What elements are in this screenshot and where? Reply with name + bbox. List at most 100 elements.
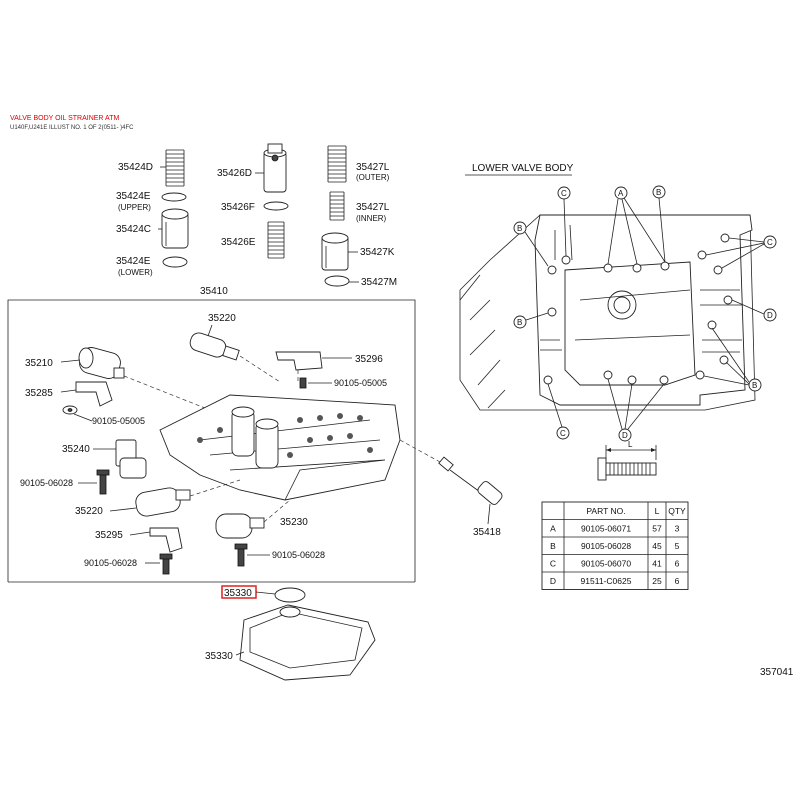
label-35427k: 35427K	[360, 247, 395, 258]
bolt-90105-06028-bottom[interactable]	[159, 553, 173, 575]
spring-35427l-inner[interactable]	[329, 191, 345, 221]
assembly-box-35410	[7, 299, 416, 582]
label-90105-06028-right: 90105-06028	[272, 550, 325, 560]
callout-b-left[interactable]: B	[513, 221, 549, 267]
bolt-90105-05005-left[interactable]	[62, 405, 78, 415]
bracket-35296[interactable]	[275, 351, 323, 382]
label-90105-06028-left: 90105-06028	[20, 478, 73, 488]
label-90105-05005-right: 90105-05005	[334, 378, 387, 388]
solenoid-35220-top[interactable]	[188, 331, 281, 383]
label-35220-top: 35220	[208, 313, 236, 324]
spring-35427l-outer[interactable]	[327, 145, 347, 183]
label-35427m: 35427M	[361, 277, 397, 288]
svg-text:C: C	[767, 238, 773, 247]
bolt-90105-06028-right[interactable]	[234, 543, 248, 567]
lower-valve-body-illustration[interactable]	[459, 214, 756, 411]
label-90105-06028-bottom: 90105-06028	[84, 558, 137, 568]
table-cell: 3	[675, 524, 680, 534]
table-cell: A	[550, 524, 556, 534]
oil-strainer-35330[interactable]	[239, 604, 376, 681]
label-35427l-inner: 35427L	[356, 202, 390, 213]
bolt-90105-06028-left[interactable]	[96, 469, 110, 495]
gasket-35330[interactable]	[274, 587, 306, 603]
svg-text:D: D	[622, 431, 628, 440]
table-cell: C	[550, 559, 556, 569]
bracket-35285[interactable]	[75, 381, 113, 407]
svg-text:B: B	[517, 318, 522, 327]
label-35410: 35410	[200, 286, 228, 297]
callout-b-right[interactable]: B	[703, 327, 762, 392]
connector-35240[interactable]	[115, 439, 147, 479]
label-35220-bottom: 35220	[75, 506, 103, 517]
wire-harness-35418[interactable]	[438, 456, 504, 506]
table-cell: 6	[675, 576, 680, 586]
table-cell: 57	[652, 524, 662, 534]
callout-d-bottom[interactable]: D	[607, 378, 665, 442]
svg-text:C: C	[560, 429, 566, 438]
table-cell: B	[550, 541, 556, 551]
label-35424c: 35424C	[116, 224, 151, 235]
callout-b-top[interactable]: B	[652, 185, 666, 263]
label-90105-05005-left: 90105-05005	[92, 416, 145, 426]
bracket-35295[interactable]	[149, 527, 183, 553]
dimension-l-label: L	[628, 440, 633, 449]
diagram-subtitle: U140F,U241E ILLUST NO. 1 OF 2(0511- )4FC	[10, 125, 134, 131]
view-title: LOWER VALVE BODY	[472, 163, 574, 174]
callout-c-right[interactable]: C	[705, 235, 777, 269]
callout-b-left-mid[interactable]: B	[513, 312, 549, 329]
table-cell: 45	[652, 541, 662, 551]
label-35330: 35330	[205, 651, 233, 662]
label-35330-highlight[interactable]: 35330	[224, 588, 252, 599]
o-ring-35424e-upper[interactable]	[161, 192, 187, 202]
label-35426d: 35426D	[217, 168, 252, 179]
callout-c-top[interactable]: C	[557, 186, 571, 257]
solenoid-35220-bottom[interactable]	[134, 479, 241, 518]
callout-c-bottom[interactable]: C	[547, 383, 570, 440]
bolt-90105-05005-right[interactable]	[299, 377, 307, 389]
illustration-id: 357041	[760, 667, 794, 678]
label-35426f: 35426F	[221, 202, 255, 213]
note-lower: (LOWER)	[118, 268, 153, 277]
table-header-cell: L	[655, 506, 660, 516]
table-cell: 90105-06070	[581, 559, 631, 569]
diagram-title: VALVE BODY OIL STRAINER ATM	[10, 115, 120, 122]
label-35295: 35295	[95, 530, 123, 541]
o-ring-35427m[interactable]	[324, 275, 350, 287]
bolt-dimension-diagram	[597, 445, 657, 481]
label-35210: 35210	[25, 358, 53, 369]
svg-text:B: B	[517, 224, 522, 233]
o-ring-35424e-lower[interactable]	[162, 256, 188, 268]
label-35426e: 35426E	[221, 237, 256, 248]
svg-text:A: A	[618, 189, 624, 198]
svg-text:C: C	[561, 189, 567, 198]
solenoid-35230[interactable]	[215, 499, 291, 539]
callout-d-right[interactable]: D	[731, 299, 777, 322]
plug-35427k[interactable]	[321, 232, 349, 271]
table-cell: 6	[675, 559, 680, 569]
label-35424d: 35424D	[118, 162, 153, 173]
table-cell: 41	[652, 559, 662, 569]
o-ring-35426f[interactable]	[263, 201, 289, 211]
spring-35424d[interactable]	[165, 149, 185, 187]
callout-a[interactable]: A	[607, 186, 666, 265]
valve-35426d[interactable]	[263, 143, 287, 193]
table-cell: 91511-C0625	[581, 576, 632, 586]
note-inner: (INNER)	[356, 214, 387, 223]
table-cell: 5	[675, 541, 680, 551]
sleeve-35424c[interactable]	[161, 208, 189, 249]
valve-body-assembly[interactable]	[159, 394, 401, 501]
table-cell: 90105-06028	[581, 541, 631, 551]
spring-35426e[interactable]	[267, 221, 285, 259]
label-35424e-lower: 35424E	[116, 256, 151, 267]
label-35285: 35285	[25, 388, 53, 399]
leader-35418	[399, 439, 441, 463]
note-outer: (OUTER)	[356, 173, 390, 182]
label-35424e-upper: 35424E	[116, 191, 151, 202]
table-cell: 25	[652, 576, 662, 586]
svg-text:D: D	[767, 311, 773, 320]
solenoid-35210[interactable]	[77, 345, 211, 411]
note-upper: (UPPER)	[118, 203, 151, 212]
